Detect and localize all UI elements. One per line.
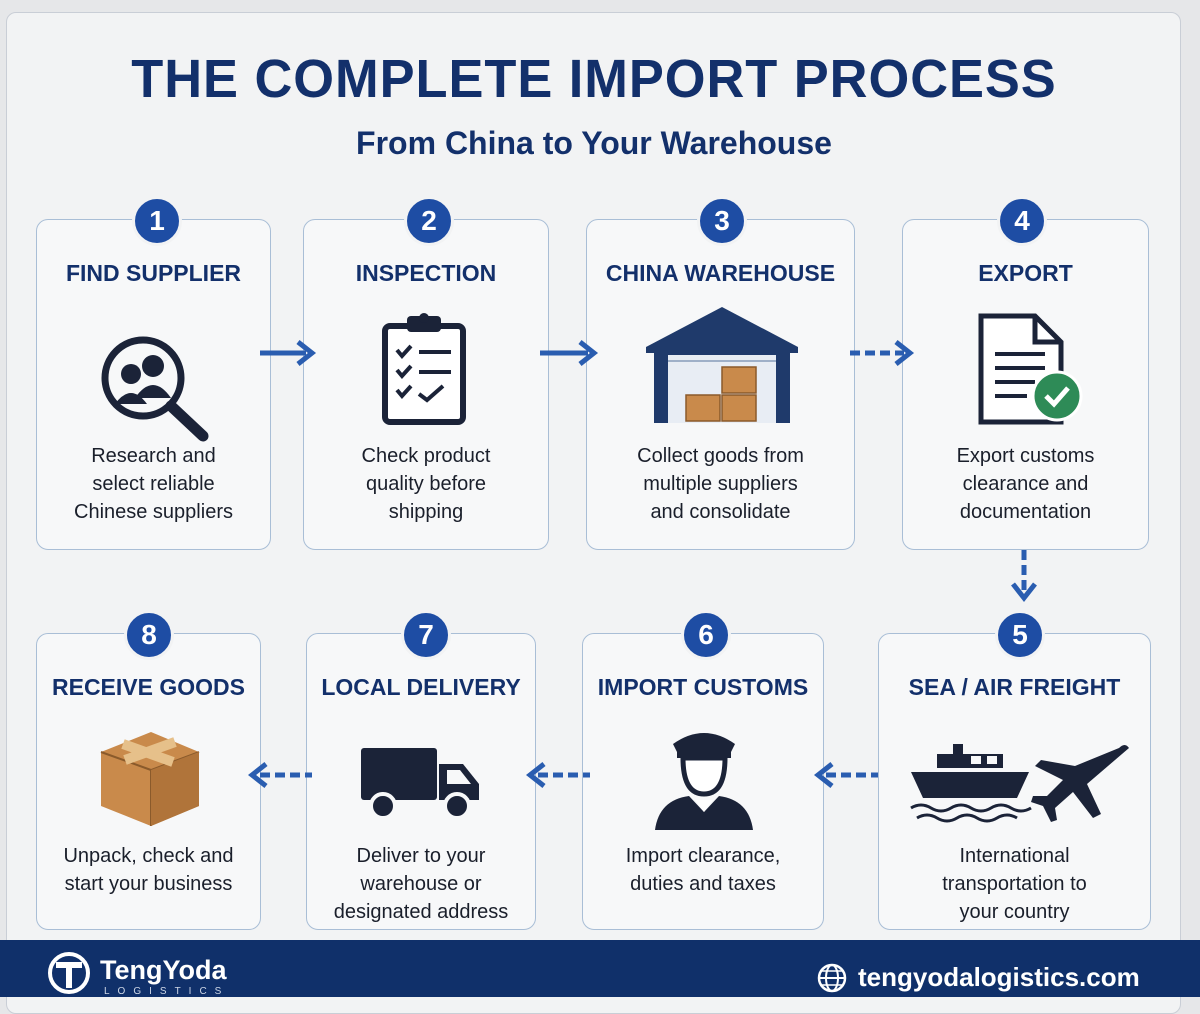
step-description: Deliver to your warehouse or designated … — [333, 845, 509, 923]
step-number-badge: 1 — [132, 196, 182, 246]
brand-subtitle: LOGISTICS — [104, 986, 230, 997]
step-description: Collect goods from multiple suppliers an… — [637, 445, 804, 523]
step-card-1: FIND SUPPLIER Research and select reliab… — [36, 219, 271, 550]
step-description: Research and select reliable Chinese sup… — [74, 445, 233, 523]
step-title: LOCAL DELIVERY — [321, 674, 521, 700]
dashed-arrow-right-icon — [850, 340, 915, 366]
step-description: International transportation to your cou… — [942, 845, 1087, 923]
page-title: THE COMPLETE IMPORT PROCESS — [131, 49, 1057, 109]
step-title: INSPECTION — [355, 260, 497, 286]
step-title: FIND SUPPLIER — [65, 260, 242, 286]
step-number-badge: 4 — [997, 196, 1047, 246]
dashed-arrow-left-icon — [526, 762, 590, 788]
arrow-right-icon — [260, 340, 317, 366]
dashed-arrow-left-icon — [248, 762, 312, 788]
step-description: Import clearance, duties and taxes — [625, 845, 781, 895]
step-card-8: RECEIVE GOODS Unpack, check and start yo… — [36, 633, 261, 930]
step-title: IMPORT CUSTOMS — [597, 674, 809, 700]
step-card-3: CHINA WAREHOUSE Collect goods from multi… — [586, 219, 855, 550]
cardboard-box-icon — [100, 732, 200, 826]
step-card-6: IMPORT CUSTOMS Import clearance, duties … — [582, 633, 824, 930]
globe-icon — [817, 963, 847, 993]
step-description: Unpack, check and start your business — [63, 845, 234, 895]
step-number-badge: 7 — [401, 610, 451, 660]
footer-bar — [0, 940, 1200, 997]
arrow-right-icon — [540, 340, 599, 366]
step-description: Export customs clearance and documentati… — [956, 445, 1095, 523]
ship-plane-icon — [910, 744, 1129, 823]
step-number-badge: 6 — [681, 610, 731, 660]
step-card-2: INSPECTION Check product quality before … — [303, 219, 549, 550]
clipboard-checklist-icon — [382, 313, 466, 425]
tengyoda-logo-icon — [48, 952, 90, 994]
step-number-badge: 3 — [697, 196, 747, 246]
step-title: EXPORT — [978, 260, 1073, 286]
step-number-badge: 5 — [995, 610, 1045, 660]
dashed-arrow-left-icon — [814, 762, 878, 788]
step-number-badge: 8 — [124, 610, 174, 660]
supplier-search-icon — [101, 336, 209, 442]
step-card-7: LOCAL DELIVERY Deliver to your warehouse… — [306, 633, 536, 930]
step-card-5: SEA / AIR FREIGHT International transpor… — [878, 633, 1151, 930]
website-link[interactable]: tengyodalogistics.com — [858, 962, 1140, 992]
delivery-truck-icon — [361, 748, 479, 820]
step-title: SEA / AIR FREIGHT — [908, 674, 1121, 700]
brand-name: TengYoda — [100, 955, 227, 985]
step-title: RECEIVE GOODS — [52, 674, 245, 700]
warehouse-icon — [646, 307, 798, 423]
page-subtitle: From China to Your Warehouse — [356, 125, 832, 161]
step-title: CHINA WAREHOUSE — [605, 260, 836, 286]
customs-officer-icon — [655, 733, 753, 830]
step-number-badge: 2 — [404, 196, 454, 246]
step-description: Check product quality before shipping — [361, 445, 491, 523]
step-card-4: EXPORT Export customs clearance and docu… — [902, 219, 1149, 550]
document-check-icon — [978, 313, 1083, 425]
dashed-arrow-down-icon — [1011, 550, 1037, 603]
